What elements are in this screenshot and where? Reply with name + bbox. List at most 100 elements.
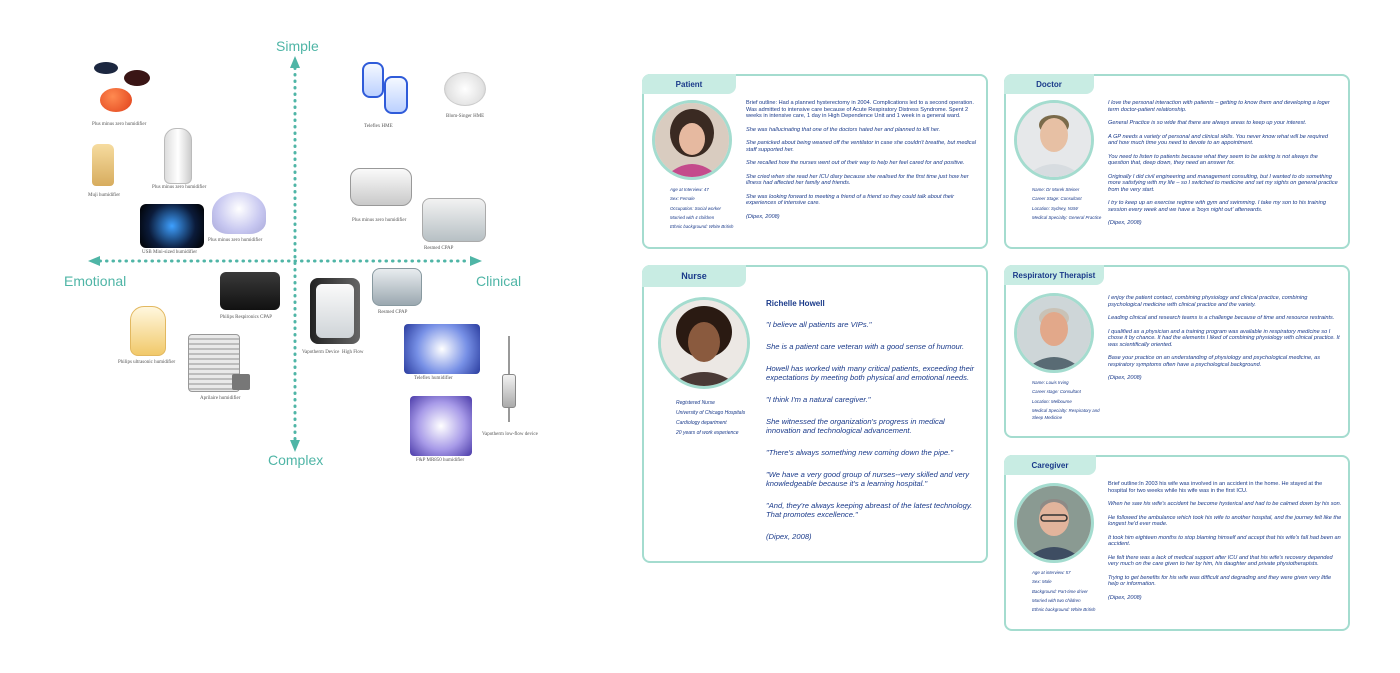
product-caption: High Flow <box>342 350 364 355</box>
product-muji: Muji humidifier <box>82 140 132 202</box>
hme-shape <box>444 72 486 106</box>
product-philips-cpap: Philips Respironics CPAP <box>216 270 286 324</box>
persona-card-nurse: Nurse Registered Nurse University of Chi… <box>642 265 988 563</box>
product-teleflex-humidifier: Teleflex humidifier <box>402 322 482 384</box>
source-citation: (Dipex, 2008) <box>746 213 780 220</box>
positioning-map: Simple Complex Emotional Clinical Plus m… <box>0 0 600 673</box>
caregiver-body: Brief outline:In 2003 his wife was invol… <box>1108 481 1342 601</box>
product-philips-ultrasonic: Philips ultrasonic humidifier <box>118 304 182 370</box>
product-usb-mini: USB Mini-sized humidifier <box>138 202 208 258</box>
axis-label-emotional: Emotional <box>64 273 127 289</box>
card-title: Caregiver <box>1004 455 1096 475</box>
portrait-nurse <box>658 297 750 389</box>
portrait-therapist <box>1014 293 1094 373</box>
product-teleflex-hme: Teleflex HME <box>356 58 422 134</box>
device-screen-shape <box>316 284 354 338</box>
caregiver-facts: Age at interview: 57 Sex: Male Backgroun… <box>1032 570 1096 613</box>
product-resmed-cpap-1: Resmed CPAP <box>420 196 490 254</box>
axis-label-clinical: Clinical <box>476 273 522 289</box>
humidifier-shape <box>350 168 412 206</box>
product-caption: Plus minus zero humidifier <box>352 218 407 223</box>
axis-label-complex: Complex <box>268 452 324 468</box>
patient-facts: Age at Interview: 47 Sex: Female Occupat… <box>670 187 734 230</box>
card-title: Nurse <box>642 265 746 287</box>
product-plus-minus-zero-2: Plus minus zero humidifier <box>150 126 220 196</box>
portrait-doctor <box>1014 100 1094 180</box>
doctor-facts: Name: Dr Marek Steiner Career Stage: Con… <box>1032 187 1102 220</box>
card-title: Patient <box>642 74 736 94</box>
product-caption: Plus minus zero humidifier <box>208 238 263 243</box>
humidifier-shape <box>410 396 472 456</box>
cpap-shape <box>372 268 422 306</box>
source-citation: (Dipex, 2008) <box>1108 594 1142 601</box>
map-axes <box>88 56 482 452</box>
hme-shape <box>384 76 408 114</box>
humidifier-shape <box>100 88 132 112</box>
product-caption: Muji humidifier <box>88 193 121 198</box>
product-caption: Aprilaire humidifier <box>200 396 241 401</box>
portrait-patient <box>652 100 732 180</box>
product-caption: Resmed CPAP <box>424 246 454 251</box>
therapist-facts: Name: Louis Irving Career stage: Consult… <box>1032 380 1100 421</box>
product-caption: USB Mini-sized humidifier <box>142 250 197 255</box>
product-caption: Resmed CPAP <box>378 310 408 315</box>
product-plus-minus-zero-3: Plus minus zero humidifier <box>208 190 270 246</box>
product-caption: Plus minus zero humidifier <box>152 185 207 190</box>
nurse-body: Richelle Howell "I believe all patients … <box>766 299 975 541</box>
portrait-caregiver <box>1014 483 1094 563</box>
humidifier-shape <box>404 324 480 374</box>
person-icon <box>1017 486 1091 560</box>
person-icon <box>655 103 729 177</box>
humidifier-shape <box>212 192 266 234</box>
card-title: Doctor <box>1004 74 1094 94</box>
humidifier-shape <box>130 306 166 356</box>
cpap-shape <box>220 272 280 310</box>
product-caption: F&P MR850 humidifier <box>416 458 465 463</box>
product-caption: Plus minus zero humidifier <box>92 122 147 127</box>
product-caption: Teleflex humidifier <box>414 376 453 381</box>
arrow-right-icon <box>470 256 482 266</box>
control-box-shape <box>232 374 250 390</box>
therapist-body: I enjoy the patient contact, combining p… <box>1108 295 1340 381</box>
card-title: Respiratory Therapist <box>1004 265 1104 285</box>
persona-card-caregiver: Caregiver Age at interview: 57 Sex: Male… <box>1004 455 1350 631</box>
humidifier-shape <box>188 334 240 392</box>
source-citation: (Dipex, 2008) <box>1108 220 1142 226</box>
humidifier-shape <box>124 70 150 86</box>
product-plus-minus-zero-4: Plus minus zero humidifier <box>348 166 418 226</box>
doctor-body: I love the personal interaction with pat… <box>1108 100 1338 226</box>
arrow-left-icon <box>88 256 100 266</box>
product-vapotherm-low-flow: Vapotherm low-flow device <box>482 334 550 442</box>
humidifier-shape <box>92 144 114 186</box>
product-caption: Vapotherm Device <box>302 350 340 355</box>
humidifier-shape <box>164 128 192 184</box>
product-plus-minus-zero-1: Plus minus zero humidifier <box>90 58 170 128</box>
humidifier-shape <box>140 204 204 248</box>
product-caption: Vapotherm low-flow device <box>482 432 538 437</box>
product-caption: Teleflex HME <box>364 124 393 129</box>
person-icon <box>1017 296 1091 370</box>
source-citation: (Dipex, 2008) <box>766 532 812 541</box>
axis-label-simple: Simple <box>276 38 319 54</box>
hme-shape <box>362 62 384 98</box>
persona-card-respiratory-therapist: Respiratory Therapist Name: Louis Irving… <box>1004 265 1350 438</box>
product-caption: Philips ultrasonic humidifier <box>118 360 176 365</box>
arrow-down-icon <box>290 440 300 452</box>
product-resmed-cpap-2: Resmed CPAP <box>370 266 426 318</box>
patient-body: Brief outline: Had a planned hysterectom… <box>746 100 976 220</box>
persona-card-doctor: Doctor Name: Dr Marek Steiner Career Sta… <box>1004 74 1350 249</box>
arrow-up-icon <box>290 56 300 68</box>
humidifier-shape <box>94 62 118 74</box>
person-icon <box>1017 103 1091 177</box>
device-shape <box>502 374 516 408</box>
nurse-name: Richelle Howell <box>766 299 825 308</box>
persona-card-patient: Patient Age at Interview: 47 Sex: Female… <box>642 74 988 249</box>
product-caption: Blom-Singer HME <box>446 114 485 119</box>
product-aprilaire: Aprilaire humidifier <box>186 332 258 404</box>
product-fp-mr850: F&P MR850 humidifier <box>408 394 478 468</box>
source-citation: (Dipex, 2008) <box>1108 375 1142 381</box>
product-blom-singer: Blom-Singer HME <box>440 68 496 122</box>
cpap-shape <box>422 198 486 242</box>
product-caption: Philips Respironics CPAP <box>220 315 273 320</box>
nurse-facts: Registered Nurse University of Chicago H… <box>676 400 746 436</box>
